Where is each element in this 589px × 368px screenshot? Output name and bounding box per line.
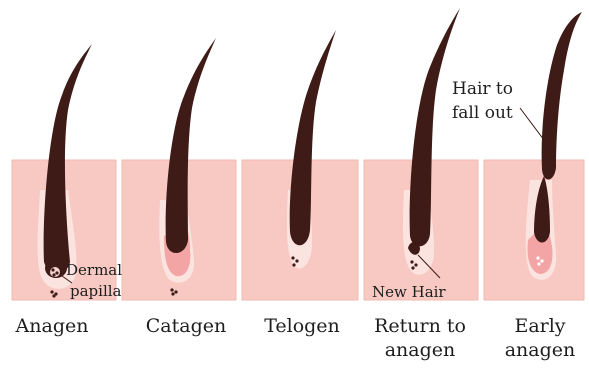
papilla-dot (171, 292, 174, 295)
papilla-dot (291, 256, 294, 259)
stage-label-early-anagen-line1: Early (514, 315, 565, 337)
papilla-dot (52, 273, 55, 276)
papilla-dot (292, 263, 295, 266)
papilla-dot (50, 290, 53, 293)
dermal-papilla-label-line1: Dermal (66, 261, 122, 279)
stage-label-return-to-anagen-line2: anagen (385, 339, 456, 361)
new-hair-label: New Hair (372, 283, 446, 301)
papilla-dot (536, 256, 539, 259)
papilla-dot (295, 259, 298, 262)
dermal-papilla-label-line2: papilla (70, 282, 122, 300)
papilla-dot (52, 294, 55, 297)
papilla-dot (540, 259, 543, 262)
stage-label-catagen: Catagen (146, 315, 226, 337)
stage-label-anagen: Anagen (15, 315, 89, 337)
hair-to-fall-out-label-line1: Hair to (452, 79, 513, 99)
papilla-dot (174, 290, 177, 293)
old-hair-strand (542, 12, 582, 180)
papilla-dot (55, 271, 58, 274)
hair-to-fall-out-label-line2: fall out (452, 103, 513, 123)
stage-label-telogen: Telogen (264, 315, 340, 337)
stage-label-early-anagen-line2: anagen (505, 339, 576, 361)
papilla-dot (411, 266, 414, 269)
papilla-dot (414, 263, 417, 266)
papilla-dot (170, 288, 173, 291)
papilla-dot (537, 262, 540, 265)
stage-label-return-to-anagen-line1: Return to (374, 315, 466, 337)
papilla-dot (410, 260, 413, 263)
papilla-dot (51, 268, 54, 271)
